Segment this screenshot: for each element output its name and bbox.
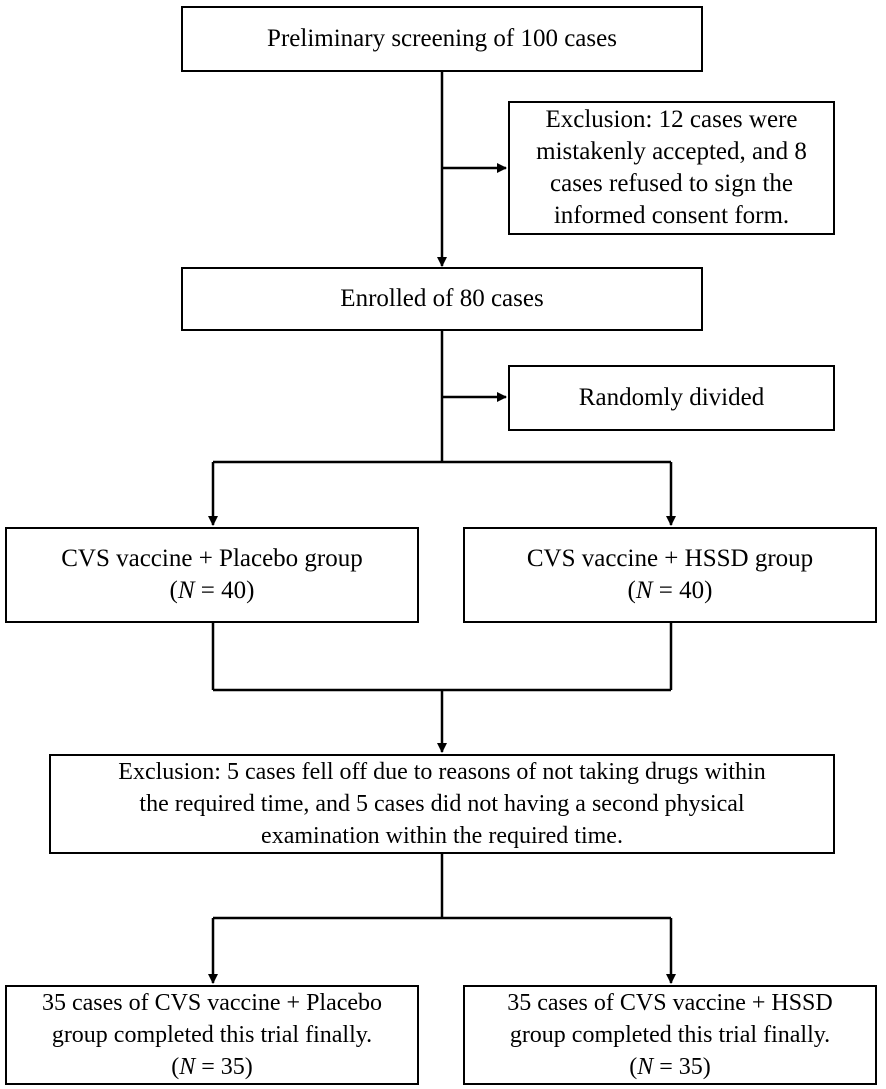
screening-box: Preliminary screening of 100 cases — [181, 6, 703, 72]
exclusion1-line: cases refused to sign the — [550, 170, 793, 197]
exclusion2-line: the required time, and 5 cases did not h… — [139, 791, 745, 817]
final-hssd-box: 35 cases of CVS vaccine + HSSD group com… — [463, 985, 877, 1085]
hssd-group-title: CVS vaccine + HSSD group — [526, 545, 814, 572]
final-placebo-n: (N = 35) — [171, 1054, 253, 1080]
enrolled-text: Enrolled of 80 cases — [340, 285, 544, 312]
exclusion1-line: informed consent form. — [553, 202, 790, 229]
final-hssd-n: (N = 35) — [629, 1054, 711, 1080]
hssd-group-n: (N = 40) — [627, 577, 713, 604]
placebo-group-box: CVS vaccine + Placebo group (N = 40) — [5, 527, 419, 623]
exclusion1-box: Exclusion: 12 cases were mistakenly acce… — [508, 101, 835, 235]
final-placebo-line: group completed this trial finally. — [51, 1022, 373, 1048]
exclusion2-box: Exclusion: 5 cases fell off due to reaso… — [49, 754, 835, 854]
screening-text: Preliminary screening of 100 cases — [267, 25, 617, 52]
final-hssd-line: group completed this trial finally. — [509, 1022, 831, 1048]
exclusion1-line: mistakenly accepted, and 8 — [536, 138, 807, 165]
final-placebo-box: 35 cases of CVS vaccine + Placebo group … — [5, 985, 419, 1085]
enrolled-box: Enrolled of 80 cases — [181, 267, 703, 331]
exclusion2-line: examination within the required time. — [261, 823, 623, 849]
randomized-box: Randomly divided — [508, 365, 835, 431]
hssd-group-box: CVS vaccine + HSSD group (N = 40) — [463, 527, 877, 623]
placebo-group-n: (N = 40) — [169, 577, 255, 604]
randomized-text: Randomly divided — [578, 384, 765, 411]
final-hssd-line: 35 cases of CVS vaccine + HSSD — [507, 990, 833, 1016]
exclusion2-line: Exclusion: 5 cases fell off due to reaso… — [118, 759, 766, 785]
placebo-group-title: CVS vaccine + Placebo group — [61, 545, 363, 572]
final-placebo-line: 35 cases of CVS vaccine + Placebo — [41, 990, 383, 1016]
exclusion1-line: Exclusion: 12 cases were — [545, 106, 798, 133]
